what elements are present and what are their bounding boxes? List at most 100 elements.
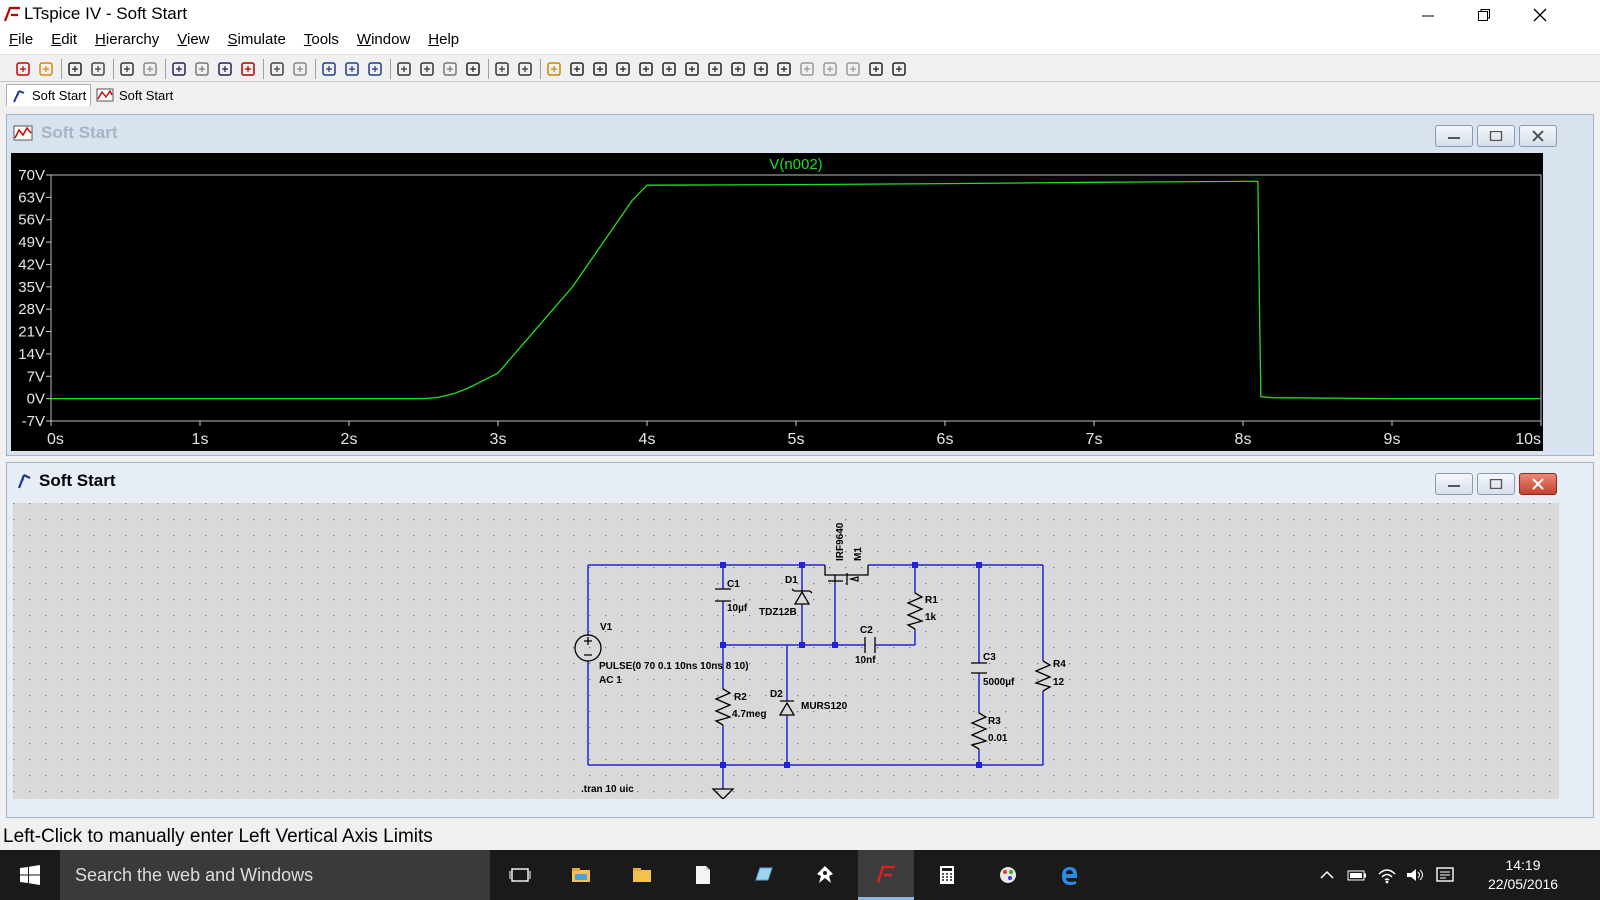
redo-icon[interactable]	[798, 60, 816, 78]
find-icon[interactable]	[464, 60, 482, 78]
junction-dots	[720, 562, 982, 768]
open-icon[interactable]	[37, 60, 55, 78]
spice-directive-icon[interactable]	[890, 60, 908, 78]
document-taskbar-button[interactable]	[675, 850, 731, 900]
menu-window[interactable]: Window	[356, 31, 411, 48]
cascade-icon[interactable]	[343, 60, 361, 78]
taskbar-clock[interactable]: 14:19 22/05/2016	[1488, 856, 1558, 894]
rotate-icon[interactable]	[821, 60, 839, 78]
menu-view[interactable]: View	[177, 31, 210, 48]
v1-symbol[interactable]	[574, 634, 602, 662]
tab-waveform[interactable]: Soft Start	[92, 84, 177, 106]
component-icon[interactable]	[706, 60, 724, 78]
drag-icon[interactable]	[752, 60, 770, 78]
waveform-close-button[interactable]	[1519, 125, 1557, 147]
mark-unref-icon[interactable]	[291, 60, 309, 78]
document-icon	[696, 866, 710, 884]
disk-icon	[755, 867, 773, 881]
edge-taskbar-button[interactable]	[1041, 850, 1097, 900]
tab-schematic[interactable]: Soft Start	[6, 84, 92, 106]
save-icon[interactable]	[66, 60, 84, 78]
tile-horizontal-icon[interactable]	[320, 60, 338, 78]
window-title: LTspice IV - Soft Start	[24, 4, 188, 23]
spice-directive[interactable]: .tran 10 uic	[581, 784, 634, 795]
schematic-tab-icon	[13, 89, 25, 102]
inductor-icon[interactable]	[660, 60, 678, 78]
folder-icon	[633, 868, 651, 882]
paint-taskbar-button[interactable]	[980, 850, 1036, 900]
toolbar-separator	[61, 59, 62, 79]
menu-edit[interactable]: Edit	[51, 31, 78, 48]
start-button[interactable]	[2, 850, 58, 900]
c2-label: C2	[860, 625, 873, 636]
volume-icon[interactable]	[1404, 864, 1426, 886]
d2-label: D2	[770, 689, 783, 700]
waveform-minimize-button[interactable]	[1435, 125, 1473, 147]
schematic-canvas[interactable]: V1 PULSE(0 70 0.1 10ns 10ns 8 10) AC 1 C…	[13, 503, 1559, 799]
chevron-up-icon[interactable]	[1316, 864, 1338, 886]
move-icon[interactable]	[729, 60, 747, 78]
wifi-icon[interactable]	[1376, 864, 1398, 886]
run-icon[interactable]	[118, 60, 136, 78]
label-net-icon[interactable]	[591, 60, 609, 78]
task-view-taskbar-button[interactable]	[492, 850, 548, 900]
series-legend-label[interactable]: V(n002)	[769, 156, 822, 173]
waveform-maximize-button[interactable]	[1477, 125, 1515, 147]
schematic-close-button[interactable]	[1519, 473, 1557, 495]
tile-vertical-icon[interactable]	[366, 60, 384, 78]
diode-icon[interactable]	[683, 60, 701, 78]
menu-tools[interactable]: Tools	[303, 31, 339, 48]
print-setup-icon[interactable]	[493, 60, 511, 78]
file-explorer-taskbar-button[interactable]	[553, 850, 609, 900]
y-tick-label: 28V	[18, 301, 45, 318]
minimize-icon	[1448, 137, 1460, 139]
close-button[interactable]	[1512, 0, 1568, 30]
waveform-window-titlebar: Soft Start	[7, 115, 1593, 151]
battery-icon[interactable]	[1346, 864, 1368, 886]
disk-taskbar-button[interactable]	[736, 850, 792, 900]
menu-help[interactable]: Help	[428, 31, 460, 48]
menu-hierarchy[interactable]: Hierarchy	[95, 31, 160, 48]
zoom-fit-icon[interactable]	[193, 60, 211, 78]
schematic-minimize-button[interactable]	[1435, 473, 1473, 495]
schematic-maximize-button[interactable]	[1477, 473, 1515, 495]
notifications-icon[interactable]	[1434, 864, 1456, 886]
print-icon[interactable]	[516, 60, 534, 78]
schematic-window-title: Soft Start	[39, 471, 116, 490]
control-panel-icon[interactable]	[89, 60, 107, 78]
ltspice-taskbar-button[interactable]	[858, 850, 914, 900]
restore-button[interactable]	[1456, 0, 1512, 30]
r4-value: 12	[1053, 677, 1065, 688]
cut-icon[interactable]	[395, 60, 413, 78]
zoom-in-icon[interactable]	[170, 60, 188, 78]
menu-file[interactable]: File	[9, 31, 34, 48]
r2-value: 4.7meg	[732, 709, 766, 720]
tab-label: Soft Start	[119, 87, 174, 103]
zoom-out-icon[interactable]	[216, 60, 234, 78]
ground-icon[interactable]	[568, 60, 586, 78]
autorange-icon[interactable]	[268, 60, 286, 78]
toolbar-separator	[390, 59, 391, 79]
calculator-icon	[940, 866, 954, 884]
zoom-cancel-icon[interactable]	[239, 60, 257, 78]
wire-icon[interactable]	[545, 60, 563, 78]
halt-icon[interactable]	[141, 60, 159, 78]
search-input[interactable]: Search the web and Windows	[60, 850, 490, 900]
new-schematic-icon[interactable]	[14, 60, 32, 78]
calculator-taskbar-button[interactable]	[919, 850, 975, 900]
x-tick-label: 4s	[639, 431, 656, 448]
mirror-icon[interactable]	[844, 60, 862, 78]
copy-icon[interactable]	[418, 60, 436, 78]
undo-icon[interactable]	[775, 60, 793, 78]
inkscape-taskbar-button[interactable]	[797, 850, 853, 900]
restore-icon	[1478, 9, 1490, 21]
resistor-icon[interactable]	[614, 60, 632, 78]
menu-simulate[interactable]: Simulate	[227, 31, 286, 48]
text-icon[interactable]	[867, 60, 885, 78]
close-icon	[1532, 130, 1544, 142]
paste-icon[interactable]	[441, 60, 459, 78]
capacitor-icon[interactable]	[637, 60, 655, 78]
minimize-button[interactable]	[1400, 0, 1456, 30]
folder-taskbar-button[interactable]	[614, 850, 670, 900]
